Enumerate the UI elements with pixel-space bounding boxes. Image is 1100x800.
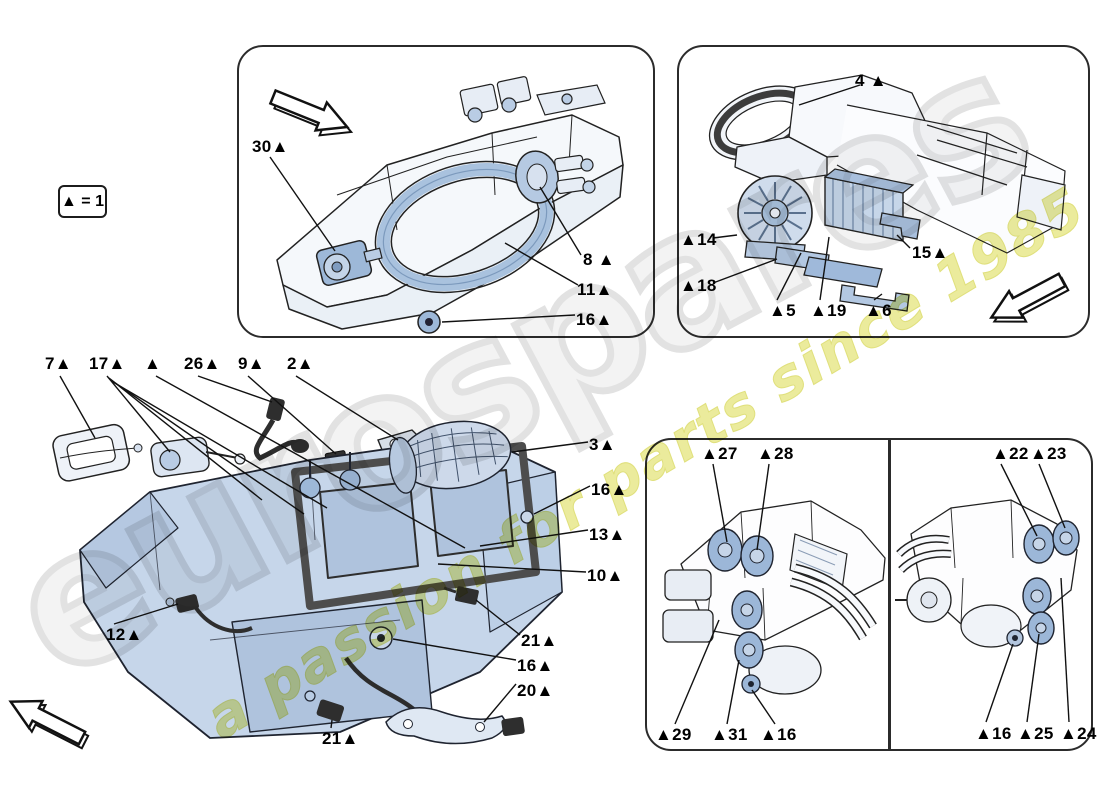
callout-21-bottom: 21▲: [322, 729, 359, 748]
callout-8: 8 ▲: [583, 250, 615, 269]
callout-26: 26▲: [184, 354, 221, 373]
callout-25: ▲25: [1017, 724, 1054, 743]
callout-18: ▲18: [680, 276, 717, 295]
callout-14: ▲14: [680, 230, 717, 249]
callout-17: 17▲: [89, 354, 126, 373]
valve-8: [515, 150, 596, 204]
grommet-16: [741, 674, 761, 694]
cable-26: [253, 397, 309, 461]
callout-27: ▲27: [701, 444, 738, 463]
callout-13: 13▲: [589, 525, 626, 544]
actuators-right-drawing: [895, 463, 1080, 723]
direction-arrow: [8, 699, 90, 750]
sensor-12: [165, 594, 253, 634]
connector-21-right: [443, 586, 479, 605]
actuators-left-drawing: [662, 463, 886, 725]
callout-6: ▲6: [865, 301, 892, 320]
main-assembly-drawing: [8, 375, 591, 750]
panel-divider: [888, 438, 891, 751]
callout-16-main-upper: 16▲: [591, 480, 628, 499]
callout-triangle: ▲: [144, 354, 162, 373]
blower-motor-14: [737, 175, 813, 262]
callout-7: 7▲: [45, 354, 72, 373]
vent-box-upper: [664, 569, 712, 601]
callout-16-left-panel: ▲16: [760, 725, 797, 744]
pipes: [789, 563, 877, 641]
grommet-16: [417, 310, 441, 334]
callout-15: 15▲: [912, 243, 949, 262]
pipes: [896, 534, 952, 573]
blower-exploded-drawing: [708, 74, 1070, 323]
top-machinery: [459, 76, 606, 123]
callout-29: ▲29: [655, 725, 692, 744]
callout-22: ▲22: [992, 444, 1029, 463]
evaporator-top-view-drawing: [268, 76, 624, 334]
bolt-16-upper: [520, 510, 534, 524]
callout-19: ▲19: [810, 301, 847, 320]
callout-4: 4 ▲: [855, 71, 887, 90]
actuator-17: [150, 436, 246, 478]
housing-body: [276, 114, 624, 330]
callout-3: 3▲: [589, 435, 616, 454]
main-housing-frame: [836, 104, 1066, 254]
gasket-7: [52, 423, 143, 482]
radiator-fins: [795, 539, 838, 576]
lower-body: [748, 645, 822, 695]
direction-arrow: [268, 88, 354, 137]
callout-5: ▲5: [769, 301, 796, 320]
callout-11: 11▲: [577, 280, 613, 299]
callout-24: ▲24: [1060, 724, 1097, 743]
callout-10: 10▲: [587, 566, 624, 585]
bracket-6: [839, 284, 910, 312]
legend-label: ▲ = 1: [61, 192, 104, 210]
callout-30: 30▲: [252, 137, 289, 156]
callout-16-main-lower: 16▲: [517, 656, 554, 675]
cover-19: [803, 256, 883, 288]
callout-21-right: 21▲: [521, 631, 558, 650]
actuator-hubs: [1030, 531, 1073, 634]
legend-box: ▲ = 1: [58, 185, 107, 218]
lower-body: [960, 604, 1022, 648]
grommet-16: [1006, 629, 1024, 647]
callout-23: ▲23: [1030, 444, 1067, 463]
connector-21-bottom: [304, 690, 345, 722]
evaporator-assembly-body: [79, 435, 563, 739]
direction-arrow: [989, 272, 1070, 323]
callout-20: 20▲: [517, 681, 554, 700]
callout-16-right-panel: ▲16: [975, 724, 1012, 743]
callout-28: ▲28: [757, 444, 794, 463]
blower-disc: [895, 577, 952, 623]
actuator-30: [315, 240, 383, 286]
callout-31: ▲31: [711, 725, 748, 744]
grommet-16-lower: [369, 626, 393, 650]
harness-20: [344, 656, 525, 745]
callout-16-top-panel: 16▲: [576, 310, 613, 329]
callout-2: 2▲: [287, 354, 314, 373]
callout-12: 12▲: [106, 625, 143, 644]
bracket-15: [879, 212, 921, 240]
evaporator-core-3: [388, 420, 512, 494]
vent-box-lower: [662, 609, 714, 643]
frame-lines: [950, 499, 1014, 625]
callout-9: 9▲: [238, 354, 265, 373]
